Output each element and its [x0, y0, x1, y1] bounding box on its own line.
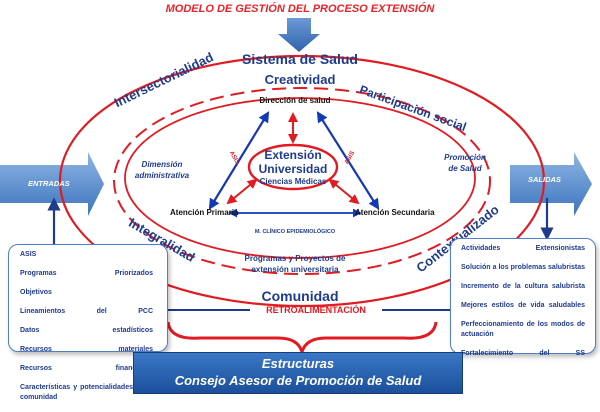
inputs-list-item: Recursos financieros: [20, 365, 153, 372]
inputs-box: ASIS Programas Priorizados Objetivos Lin…: [8, 244, 168, 401]
clinical-model-label: M. CLÍNICO EPIDEMIOLÓGICO: [254, 229, 336, 235]
arrow-direction-primary: [208, 111, 270, 210]
arrow-direction-secondary: [316, 111, 380, 210]
creativity-label: Creatividad: [264, 72, 336, 87]
dimension-label-line1: Dimensión: [141, 160, 183, 169]
promotion-label-line1: Promoción: [444, 153, 486, 162]
outputs-label: SALIDAS: [528, 175, 561, 184]
center-label-line2: Universidad: [258, 162, 328, 176]
arrow-center-secondary: [328, 178, 360, 205]
programs-label-line2: extensión universitaria: [251, 265, 339, 274]
community-label: Comunidad: [261, 288, 339, 304]
primary-care-label: Atención Primaria: [170, 208, 239, 217]
inputs-list-item: Lineamientos del PCC: [20, 308, 153, 315]
outputs-list-item: Perfeccionamiento de los modos de actuac…: [461, 321, 585, 338]
health-direction-label: Dirección de salud: [259, 96, 331, 105]
outputs-arrow: [510, 152, 592, 216]
structures-title: Estructuras: [261, 356, 335, 371]
structures-box: Estructuras Consejo Asesor de Promoción …: [133, 352, 463, 394]
promotion-label-line2: de Salud: [448, 164, 482, 173]
input-down-arrow: [278, 18, 320, 52]
programs-label-line1: Programas y Proyectos de: [244, 254, 346, 263]
diagram-title: MODELO DE GESTIÓN DEL PROCESO EXTENSIÓN: [165, 3, 435, 15]
arrow-center-primary: [226, 178, 258, 205]
dashed-ring: [113, 87, 491, 275]
outputs-list-item: Solución a los problemas salubristas: [461, 264, 585, 271]
center-label-line1: Extensión: [264, 148, 322, 162]
inputs-list-item: Características y potencialidades de la …: [20, 384, 153, 401]
inputs-label: ENTRADAS: [28, 179, 70, 188]
inputs-list-item: ASIS: [20, 251, 37, 258]
advisory-council-label: Consejo Asesor de Promoción de Salud: [174, 373, 422, 388]
system-label: Sistema de Salud: [242, 51, 358, 67]
outer-ring: [58, 54, 546, 308]
outputs-box: Actividades Extensionistas Solución a lo…: [450, 238, 596, 357]
outputs-list-item: Mejores estilos de vida saludables: [461, 302, 585, 309]
inputs-list-item: Objetivos: [20, 289, 52, 296]
outputs-list-item: Incremento de la cultura salubrista: [461, 283, 585, 290]
secondary-care-label: Atención Secundaria: [355, 208, 435, 217]
outputs-list: Actividades Extensionistas Solución a lo…: [461, 244, 585, 368]
outputs-list-item: Fortalecimiento del SS: [461, 349, 585, 357]
inputs-list: ASIS Programas Priorizados Objetivos Lin…: [20, 250, 153, 412]
inner-ring: [124, 97, 476, 259]
inputs-list-item: Datos estadísticos: [20, 327, 153, 334]
inputs-arrow: [0, 152, 104, 216]
inputs-list-item: Recursos materiales: [20, 346, 153, 353]
curly-brace: [166, 321, 438, 358]
feedback-label: RETROALIMENTACIÓN: [266, 305, 366, 315]
outputs-list-item: Actividades Extensionistas: [461, 245, 585, 252]
dimension-label-line2: administrativa: [134, 171, 190, 180]
diagram-canvas: [0, 18, 592, 358]
center-label-line3: Ciencias Médicas: [259, 177, 327, 186]
inputs-list-item: Programas Priorizados: [20, 270, 153, 277]
